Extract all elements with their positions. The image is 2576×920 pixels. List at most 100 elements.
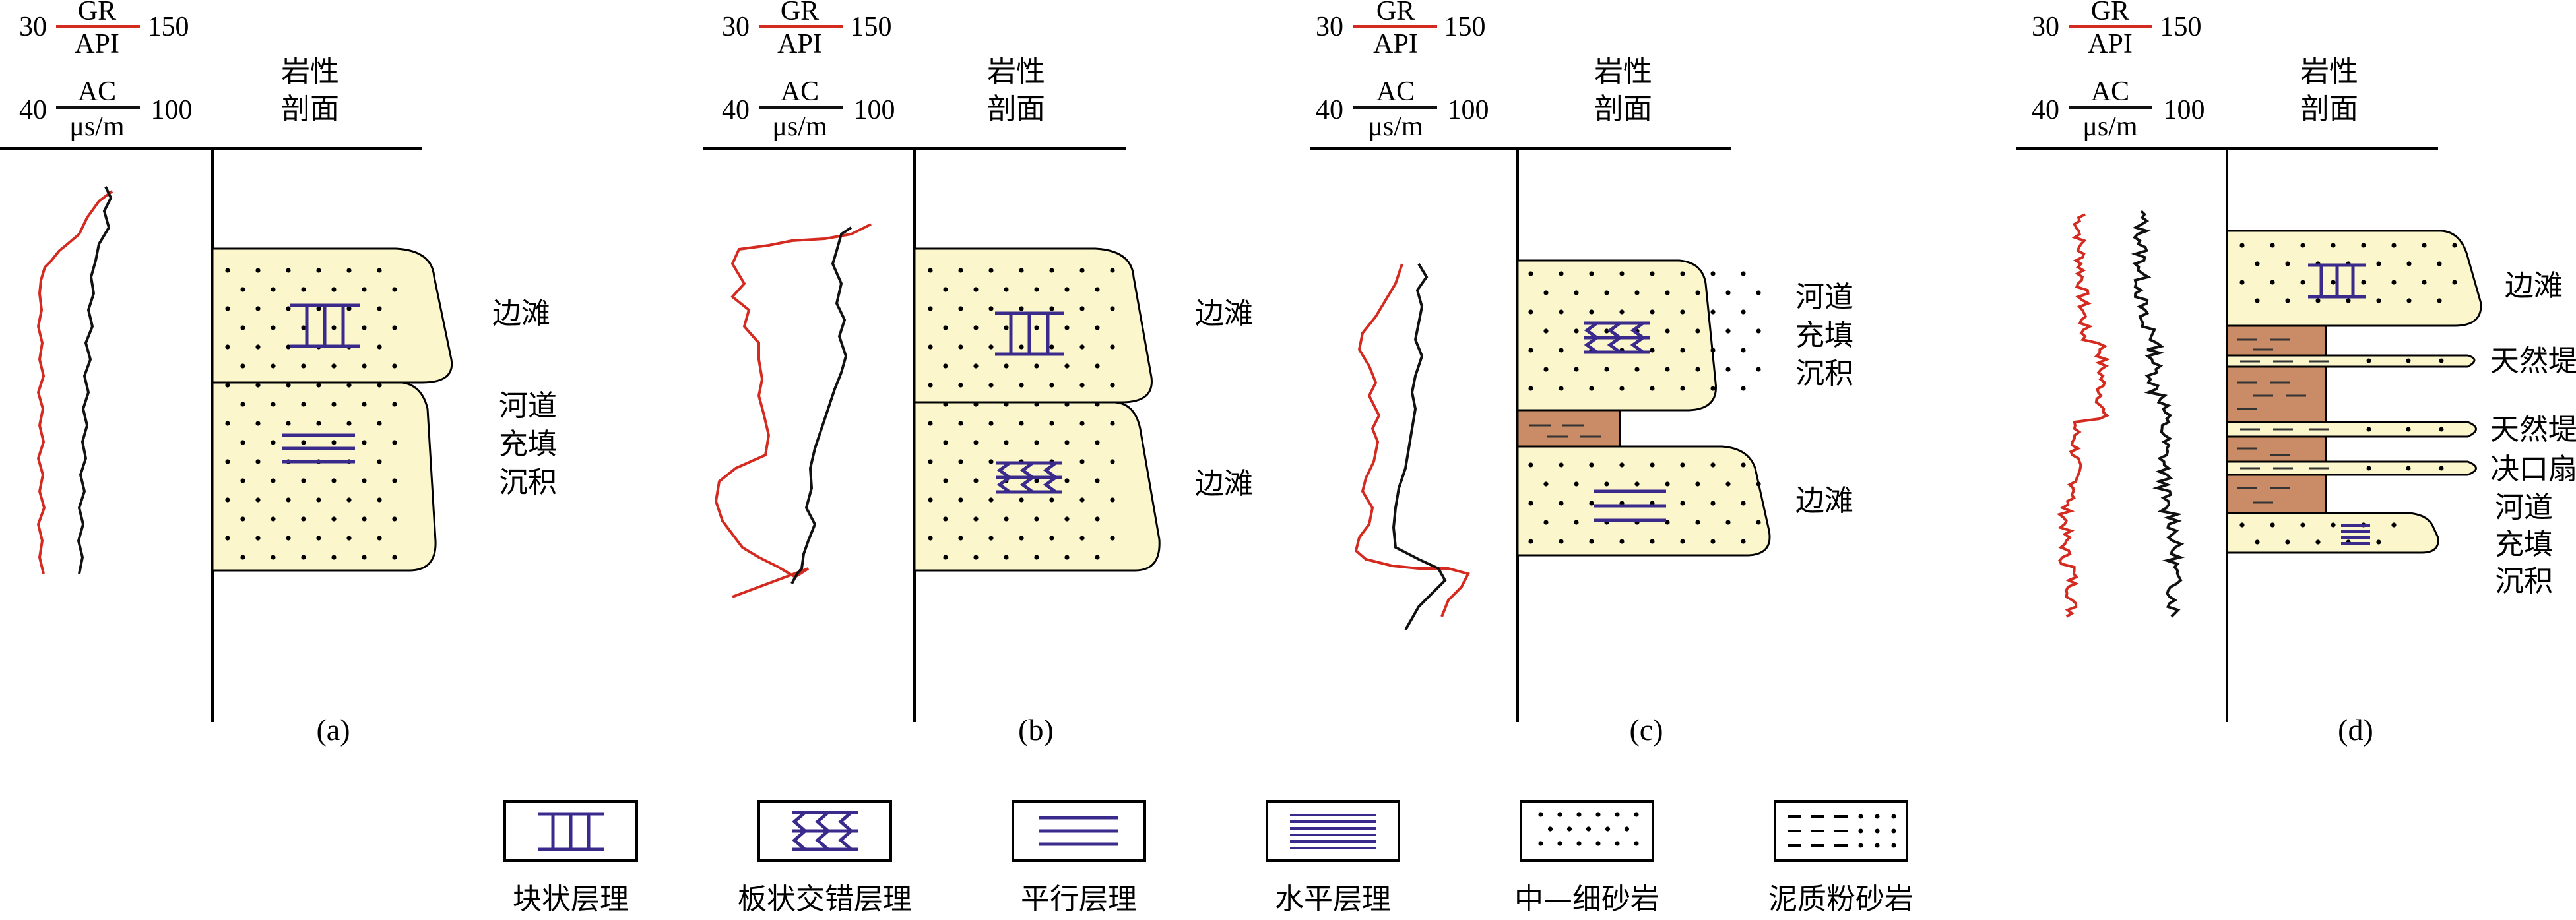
sand-dot — [1064, 440, 1070, 445]
ac-curve — [77, 186, 113, 574]
sand-dot — [1543, 290, 1549, 295]
massive-bedding-icon — [538, 812, 604, 851]
sand-dot — [1665, 328, 1670, 334]
sand-dot — [1095, 516, 1100, 522]
sand-dot — [1665, 520, 1670, 525]
sand-dot — [255, 536, 261, 541]
sand-dot — [1710, 501, 1716, 506]
sand-dot — [377, 344, 382, 350]
sand-dot — [301, 555, 306, 560]
sand-dot — [392, 440, 397, 445]
sand-dot — [2285, 298, 2290, 303]
sand-dot — [958, 497, 963, 503]
sand-dot — [973, 555, 979, 560]
sand-dot — [1741, 501, 1746, 506]
sand-dot — [2270, 280, 2275, 285]
ac-unit: μs/m — [69, 111, 125, 142]
sand-dot — [1695, 520, 1700, 525]
sand-dot — [1095, 325, 1100, 330]
ac-curve-name: AC — [781, 77, 819, 107]
sand-dot — [2452, 243, 2457, 248]
gr-curve — [714, 223, 872, 598]
legend-label: 中—细砂岩 — [1514, 882, 1659, 916]
sand-dot — [1589, 386, 1594, 391]
sand-dot — [2239, 243, 2245, 248]
sand-dot — [958, 459, 963, 464]
sand-dot — [362, 478, 367, 483]
sand-dot — [958, 536, 963, 541]
sand-dot — [2315, 539, 2321, 545]
tabular-cross-bedding-symbol — [1584, 321, 1650, 354]
sand-dot — [1589, 501, 1594, 506]
sand-bed — [2226, 421, 2477, 438]
sand-dot — [1034, 402, 1039, 407]
lithology-title-line1: 岩性 — [1594, 55, 1652, 88]
sand-dot — [1559, 386, 1564, 391]
facies-label: 边滩 — [1195, 467, 1253, 501]
facies-label: 天然堤 — [2490, 413, 2576, 446]
sand-dot — [331, 287, 337, 292]
sand-dot — [1079, 306, 1085, 311]
sand-dot — [1079, 268, 1085, 273]
gr-unit: API — [2088, 29, 2133, 59]
sand-dot — [928, 459, 933, 464]
sand-dot — [1680, 309, 1685, 315]
siltstone-dots — [1858, 814, 1896, 848]
sand-dot — [377, 383, 382, 388]
sand-dot — [240, 555, 245, 560]
sand-dot — [1064, 363, 1070, 369]
sand-dot — [973, 440, 979, 445]
sand-dot — [1064, 478, 1070, 483]
sand-dot — [1695, 290, 1700, 295]
sand-dot — [225, 268, 230, 273]
log-header: 30 GR API 150 40 AC μs/m 100 岩性 剖面 — [1310, 0, 1731, 722]
sand-dot — [1064, 555, 1070, 560]
ac-unit: μs/m — [772, 111, 827, 142]
sand-dot — [255, 344, 261, 350]
sand-dot — [1538, 812, 1543, 817]
lithology-title-line1: 岩性 — [281, 55, 339, 88]
sand-dot — [1559, 309, 1564, 315]
tabular-cross-bedding-symbol — [996, 461, 1062, 494]
sand-dot — [271, 478, 276, 483]
log-curves — [714, 223, 872, 598]
gr-min-value: 30 — [19, 12, 47, 42]
sand-dot — [1710, 386, 1716, 391]
sand-dot — [1110, 344, 1115, 350]
sand-dot — [240, 363, 245, 369]
sand-dot — [988, 268, 994, 273]
facies-labels: 河道 充填 沉积 边滩 — [1795, 280, 1853, 518]
sand-dot — [973, 402, 979, 407]
sand-dot — [225, 497, 230, 503]
sand-dot — [1741, 271, 1746, 276]
sand-dot — [1650, 539, 1655, 544]
sand-dot — [1079, 497, 1085, 503]
legend-label: 水平层理 — [1275, 882, 1391, 916]
sand-dot — [1650, 348, 1655, 353]
sand-dot — [1604, 481, 1609, 487]
sand-dot — [225, 536, 230, 541]
gr-unit: API — [1373, 29, 1418, 59]
lithology-title-line1: 岩性 — [2300, 55, 2358, 88]
sand-dot — [1710, 309, 1716, 315]
sand-dot — [1586, 826, 1592, 832]
sand-dot — [2300, 243, 2305, 248]
sand-dot — [1604, 367, 1609, 372]
sand-dot — [1528, 309, 1533, 315]
sand-dot — [2376, 539, 2381, 545]
sand-dot — [362, 363, 367, 369]
sand-dot — [271, 287, 276, 292]
sand-dot — [271, 325, 276, 330]
sand-dot — [1680, 386, 1685, 391]
sand-dot — [2406, 298, 2412, 303]
sand-dot — [1634, 290, 1640, 295]
sand-dot — [973, 363, 979, 369]
sand-dot — [1665, 290, 1670, 295]
legend-item-horizontal-bedding: 水平层理 — [1266, 800, 1400, 916]
facies-label: 河道 — [1795, 280, 1853, 314]
sand-dot — [958, 344, 963, 350]
sand-dot — [1528, 386, 1533, 391]
sand-dot — [928, 268, 933, 273]
sand-dot — [240, 440, 245, 445]
legend-item-muddy-siltstone: 泥质粉砂岩 — [1768, 800, 1914, 916]
